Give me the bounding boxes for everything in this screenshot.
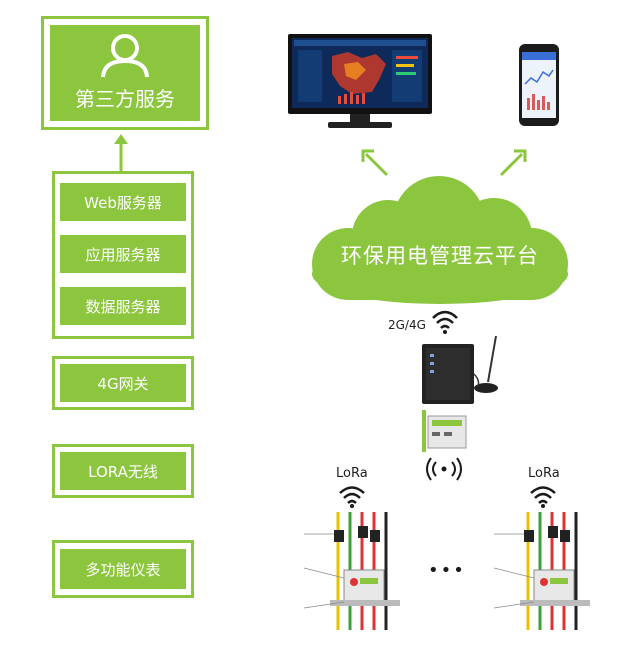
third-party-label: 第三方服务 (75, 87, 175, 111)
meter-wiring-right-icon (493, 512, 590, 630)
meter-label: 多功能仪表 (85, 560, 161, 579)
app-server-label: 应用服务器 (85, 245, 161, 264)
lora-left-label: LoRa (336, 466, 368, 481)
phone-icon (519, 44, 559, 126)
gateway-device-icon (422, 335, 498, 404)
monitor-icon (288, 34, 432, 128)
signal-waves-icon (426, 457, 462, 481)
app-server-box: 应用服务器 (60, 235, 186, 273)
lora-label: LORA无线 (88, 462, 158, 481)
lora-left-wifi-icon (339, 486, 365, 508)
lora-box: LORA无线 (60, 452, 186, 490)
up-arrow-icon (114, 134, 128, 172)
web-server-box: Web服务器 (60, 183, 186, 221)
data-server-label: 数据服务器 (85, 297, 161, 316)
arrow-up-left-icon (361, 149, 389, 177)
meter-wiring-left-icon (303, 512, 400, 630)
cloud-shape (312, 176, 568, 304)
third-party-box: 第三方服务 (50, 25, 200, 121)
network-label: 2G/4G (388, 318, 426, 332)
arrow-up-right-icon (499, 149, 527, 177)
lora-right-label: LoRa (528, 466, 560, 481)
gateway-box: 4G网关 (60, 364, 186, 402)
cloud-label: 环保用电管理云平台 (341, 244, 539, 268)
gateway-label: 4G网关 (97, 374, 149, 393)
ellipsis-text: ••• (428, 560, 466, 581)
lora-right-wifi-icon (530, 486, 556, 508)
meter-box: 多功能仪表 (60, 549, 186, 589)
web-server-label: Web服务器 (84, 193, 162, 212)
user-icon (101, 34, 149, 78)
lora-module-icon (422, 410, 467, 452)
data-server-box: 数据服务器 (60, 287, 186, 325)
wifi-icon (432, 310, 458, 334)
